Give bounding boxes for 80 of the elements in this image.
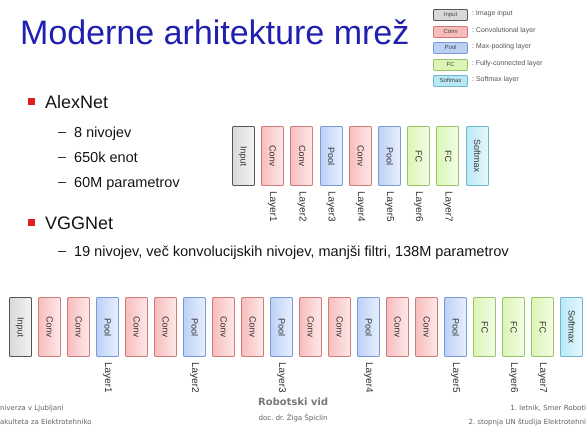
layer-type-text: Conv [334, 316, 344, 338]
layer-block [444, 297, 467, 357]
layer-type-text: Pool [384, 146, 394, 165]
layer-type-text: Pool [326, 146, 336, 165]
layer-type-text: Input [16, 316, 26, 338]
sub-bullet-text: 650k enot [74, 149, 138, 168]
layer-type-text: FC [480, 321, 490, 333]
bullet-text: AlexNet [45, 92, 108, 113]
layer-block [466, 126, 489, 186]
layer-block [560, 297, 583, 357]
layer-type-text: Conv [296, 145, 307, 166]
sub-bullet-text: 60M parametrov [74, 174, 180, 193]
layer-label: Layer3 [276, 362, 287, 393]
layer-label: Layer7 [442, 191, 454, 222]
layer-block [531, 297, 554, 357]
layer-label: Layer6 [508, 362, 519, 393]
bullet-text: VGGNet [45, 213, 114, 234]
layer-block [38, 297, 61, 357]
sub-bullet-text: 8 nivojev [74, 124, 132, 143]
layer-block [241, 297, 264, 357]
layer-block [473, 297, 496, 357]
sub-bullet-text: 19 nivojev, več konvolucijskih nivojev, manjši filtri, 138M parametrov [74, 243, 510, 262]
footer-title: Robotski vid [257, 397, 329, 408]
layer-type-text: Pool [450, 318, 460, 336]
layer-label: Layer5 [384, 191, 395, 222]
layer-type-text: Conv [392, 316, 402, 338]
layer-block [125, 297, 148, 357]
layer-block [502, 297, 525, 357]
layer-type-text: Pool [276, 318, 286, 336]
layer-block [96, 297, 119, 357]
layer-block [290, 126, 314, 186]
layer-block [212, 297, 235, 357]
layer-type-text: FC [414, 150, 424, 162]
layer-type-text: Conv [306, 316, 316, 338]
layer-block [320, 126, 343, 186]
layer-type-text: Conv [218, 316, 228, 338]
layer-type-text: Conv [268, 145, 278, 166]
layer-label: Layer1 [267, 191, 278, 222]
layer-block [357, 297, 380, 357]
layer-block [270, 297, 293, 357]
layer-block [299, 297, 322, 357]
layer-block [378, 126, 401, 186]
layer-block [436, 126, 460, 186]
layer-type-text: Pool [364, 318, 374, 336]
layer-type-text: Input [238, 146, 248, 166]
layer-type-text: Conv [44, 316, 54, 338]
layer-label: Layer2 [296, 191, 308, 222]
layer-label: Layer1 [102, 362, 113, 393]
layer-type-text: Conv [248, 316, 258, 338]
layer-block [348, 126, 372, 186]
layer-type-text: Conv [132, 316, 142, 338]
layer-label: Layer3 [326, 191, 337, 222]
layer-type-text: Softmax [566, 310, 576, 344]
layer-label: Layer7 [537, 362, 548, 393]
layer-label: Layer6 [413, 191, 424, 222]
layer-block [328, 297, 351, 357]
layer-type-text: FC [538, 321, 548, 333]
layer-block [9, 297, 32, 357]
layer-block [261, 126, 284, 186]
layer-type-text: Conv [160, 316, 170, 338]
layer-block [415, 297, 438, 357]
layer-type-text: FC [508, 321, 518, 333]
layer-type-text: Pool [190, 318, 200, 336]
layer-block [407, 126, 430, 186]
layer-type-text: Conv [355, 145, 366, 166]
layer-block [154, 297, 177, 357]
layer-label: Layer5 [450, 362, 461, 393]
layer-block [232, 126, 255, 186]
layer-block [67, 297, 90, 357]
layer-type-text: FC [442, 150, 453, 162]
slide-title: Moderne arhitekture mrež [20, 14, 410, 53]
layer-label: Layer4 [363, 362, 374, 393]
layer-type-text: Softmax [472, 139, 482, 172]
layer-label: Layer2 [189, 362, 200, 393]
layer-block [386, 297, 409, 357]
layer-type-text: Conv [74, 316, 84, 338]
layer-label: Layer4 [354, 191, 366, 222]
layer-block [183, 297, 206, 357]
layer-type-text: Pool [102, 318, 112, 336]
layer-type-text: Conv [422, 316, 432, 338]
